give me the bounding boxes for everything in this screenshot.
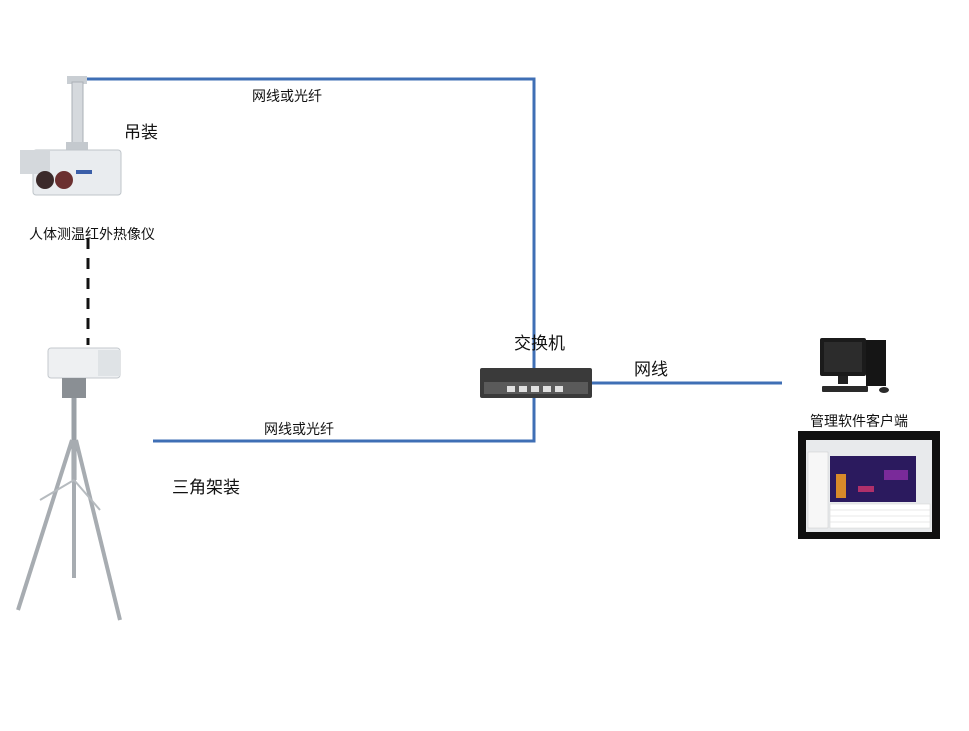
- camera-hood: [20, 150, 50, 174]
- tripod-leg-right: [74, 439, 122, 621]
- tripod-brace-left: [39, 479, 75, 501]
- monitor-photo: [798, 431, 940, 539]
- label-link-top: 网线或光纤: [252, 89, 322, 105]
- camera-lens-2: [55, 171, 73, 189]
- switch-port-3: [531, 386, 539, 392]
- label-mount-hanging: 吊装: [124, 123, 158, 143]
- pc-tower: [866, 340, 886, 386]
- tripod-head: [62, 378, 86, 398]
- thermal-hot-2: [858, 486, 874, 492]
- label-client: 管理软件客户端: [810, 414, 908, 430]
- tripod-camera: [16, 347, 122, 621]
- pc-screen: [824, 342, 862, 372]
- tripod-leg-left: [16, 439, 74, 611]
- ceiling-mount: [67, 76, 87, 84]
- switch-port-5: [555, 386, 563, 392]
- pc-stand: [838, 376, 848, 384]
- label-mount-tripod: 三角架装: [172, 478, 240, 498]
- tripod-camera-front: [98, 350, 120, 376]
- cables: [84, 77, 782, 443]
- pc-keyboard: [822, 386, 868, 392]
- tripod-brace-right: [73, 479, 101, 511]
- label-switch: 交换机: [514, 334, 565, 354]
- label-camera-name: 人体测温红外热像仪: [29, 227, 155, 243]
- thermal-hot-3: [884, 470, 908, 480]
- label-link-lan: 网线: [634, 360, 668, 380]
- mount-pole: [71, 81, 84, 147]
- thermal-hot-1: [836, 474, 846, 498]
- camera-logo: [76, 170, 92, 174]
- cable-top: [84, 77, 536, 368]
- hanging-camera: [20, 76, 122, 196]
- pc-mouse: [879, 387, 889, 393]
- client-pc: [820, 338, 889, 393]
- switch-port-2: [519, 386, 527, 392]
- switch-port-4: [543, 386, 551, 392]
- monitor-sidebar: [807, 451, 829, 529]
- cable-bottom: [153, 398, 536, 443]
- network-switch: [480, 368, 592, 398]
- label-link-bottom: 网线或光纤: [264, 422, 334, 438]
- camera-lens-1: [36, 171, 54, 189]
- switch-port-1: [507, 386, 515, 392]
